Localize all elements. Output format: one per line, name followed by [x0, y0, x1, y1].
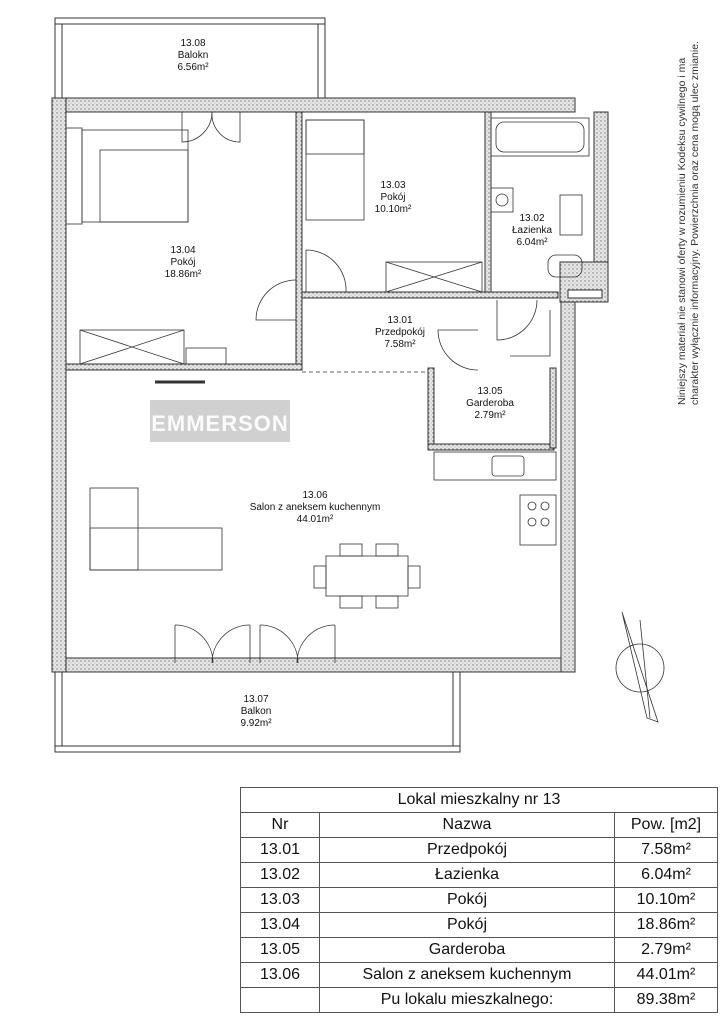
table-total-row: Pu lokalu mieszkalnego:89.38m² — [240, 987, 718, 1013]
north-arrow-icon — [615, 611, 665, 723]
furniture — [65, 117, 590, 609]
balcony-bottom — [54, 672, 461, 753]
header-nr: Nr — [240, 812, 320, 838]
walls — [51, 97, 609, 673]
disclaimer-note: Niniejszy materiał nie stanowi oferty w … — [676, 41, 701, 405]
header-area: Pow. [m2] — [614, 812, 718, 838]
table-title: Lokal mieszkalny nr 13 — [240, 787, 718, 813]
doors — [174, 111, 551, 664]
watermark-logo: EMMERSON — [150, 400, 290, 442]
balcony-top — [54, 17, 326, 98]
header-name: Nazwa — [319, 812, 615, 838]
